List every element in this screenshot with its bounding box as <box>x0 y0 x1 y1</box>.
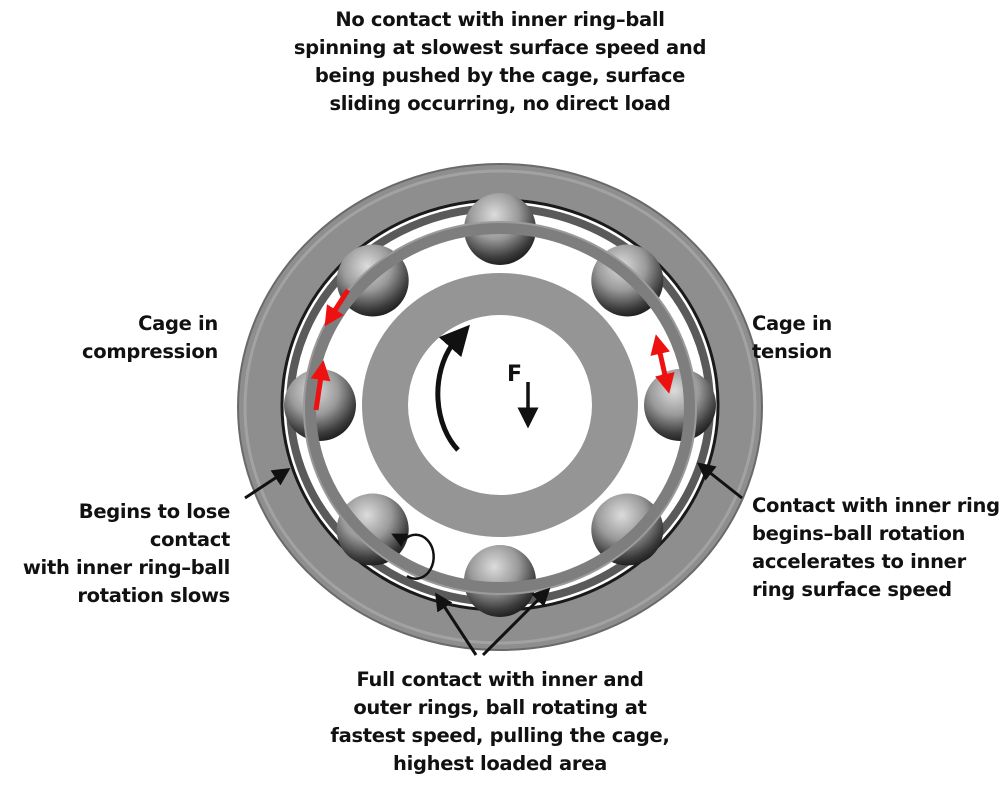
cage <box>303 221 697 595</box>
ball <box>591 493 664 566</box>
ball <box>336 493 409 566</box>
rotation-arrow-icon <box>435 324 470 452</box>
force-label: F <box>507 362 522 387</box>
arrow-right-lower-icon <box>696 462 743 500</box>
arrow-left-lower-icon <box>244 468 291 500</box>
bottom-balls-annotation: Full contact with inner and outer rings,… <box>330 668 670 775</box>
cage-tension-arrow <box>650 334 675 394</box>
right-lower-ball-annotation: Contact with inner ring begins–ball rota… <box>752 494 1000 601</box>
inner-ring-bore <box>408 315 592 495</box>
annotation-arrows <box>244 462 743 657</box>
cage-compression-arrows <box>310 288 351 411</box>
red-arrow-up-icon <box>310 360 331 411</box>
ball-rotation-arrow-icon <box>391 533 435 580</box>
ball <box>284 369 356 441</box>
red-arrow-down-icon <box>324 288 351 327</box>
ball <box>644 369 716 441</box>
inner-ring <box>362 273 638 537</box>
ball <box>464 545 536 617</box>
arrow-bottom-left-icon <box>435 592 478 656</box>
cage-compression-label: Cage in compression <box>82 312 218 363</box>
cage-tension-label: Cage in tension <box>752 312 832 363</box>
arrow-bottom-right-icon <box>481 587 551 657</box>
left-lower-ball-annotation: Begins to lose contact with inner ring–b… <box>22 500 230 607</box>
red-double-arrow-icon <box>650 334 675 394</box>
top-ball-annotation: No contact with inner ring–ball spinning… <box>293 8 707 115</box>
